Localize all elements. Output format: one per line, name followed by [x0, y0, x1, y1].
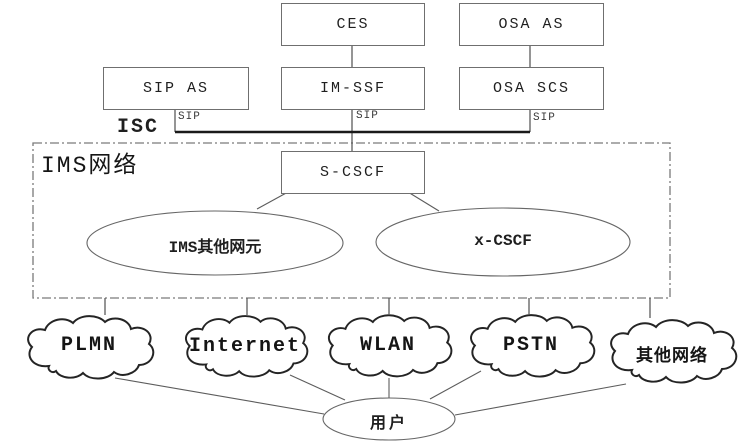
- ces-label: CES: [336, 16, 370, 33]
- sip-label-right: SIP: [533, 112, 556, 124]
- internet-label: Internet: [188, 335, 301, 358]
- plmn-label: PLMN: [60, 334, 117, 357]
- wlan-label: WLAN: [359, 334, 416, 357]
- sip-as-box: SIP AS: [103, 67, 249, 110]
- ims-region-title: IMS网络: [41, 153, 139, 179]
- x-cscf-label: x-CSCF: [474, 232, 532, 250]
- s-cscf-box: S-CSCF: [281, 151, 425, 194]
- osa-as-label: OSA AS: [498, 16, 565, 33]
- user-ellipse: [322, 397, 456, 441]
- link-othernet-user: [454, 383, 627, 416]
- link-plmn-user: [114, 377, 325, 415]
- other-network-label: 其他网络: [636, 348, 708, 367]
- sip-label-left: SIP: [178, 111, 201, 123]
- osa-scs-box: OSA SCS: [459, 67, 604, 110]
- user-label: 用户: [369, 415, 408, 433]
- osa-scs-label: OSA SCS: [492, 80, 570, 97]
- link-pstn-user: [429, 370, 482, 400]
- s-cscf-label: S-CSCF: [319, 164, 386, 181]
- ces-box: CES: [281, 3, 425, 46]
- x-cscf-ellipse: [375, 207, 631, 277]
- sip-as-label: SIP AS: [142, 80, 209, 97]
- im-ssf-box: IM-SSF: [281, 67, 425, 110]
- pstn-label: PSTN: [502, 334, 559, 357]
- im-ssf-label: IM-SSF: [319, 80, 386, 97]
- link-internet-user: [289, 374, 346, 401]
- link-scscf-xcscf: [407, 191, 440, 212]
- isc-label: ISC: [117, 116, 160, 139]
- ims-other-ellipse: [86, 210, 344, 276]
- ims-other-label: IMS其他网元: [168, 239, 262, 257]
- link-scscf-imsother: [256, 191, 289, 210]
- osa-as-box: OSA AS: [459, 3, 604, 46]
- sip-label-center: SIP: [356, 110, 379, 122]
